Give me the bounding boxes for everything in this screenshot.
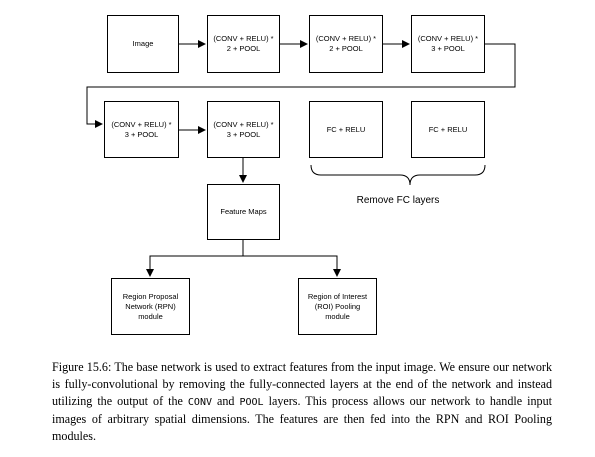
conv-block-4: (CONV + RELU) * 3 + POOL — [104, 101, 179, 158]
diagram-connectors — [86, 40, 516, 277]
caption-pool-term: POOL — [239, 397, 264, 408]
branch-to-roi — [243, 255, 341, 277]
conv-block-3: (CONV + RELU) * 3 + POOL — [411, 15, 485, 73]
caption-conv-term: CONV — [187, 397, 212, 408]
caption-text-2: layers. This process allows our network … — [52, 394, 552, 443]
remove-fc-brace — [310, 164, 486, 186]
figure-caption: Figure 15.6: The base network is used to… — [52, 359, 552, 445]
feature-maps-box: Feature Maps — [207, 184, 280, 240]
architecture-diagram: Image (CONV + RELU) * 2 + POOL (CONV + R… — [86, 15, 516, 335]
image-input-box: Image — [107, 15, 179, 73]
branch-to-rpn — [146, 240, 244, 277]
conv-block-1: (CONV + RELU) * 2 + POOL — [207, 15, 280, 73]
rpn-module-box: Region Proposal Network (RPN) module — [111, 278, 190, 335]
conv-block-2: (CONV + RELU) * 2 + POOL — [309, 15, 383, 73]
remove-fc-layers-label: Remove FC layers — [356, 195, 440, 206]
roi-pooling-module-box: Region of Interest (ROI) Pooling module — [298, 278, 377, 335]
caption-and: and — [212, 394, 240, 408]
fc-relu-block-2: FC + RELU — [411, 101, 485, 158]
caption-text-1: Figure 15.6: The base network is used to… — [52, 360, 552, 408]
arrow-block3-to-block4 — [86, 43, 516, 128]
fc-relu-block-1: FC + RELU — [309, 101, 383, 158]
conv-block-5: (CONV + RELU) * 3 + POOL — [207, 101, 280, 158]
